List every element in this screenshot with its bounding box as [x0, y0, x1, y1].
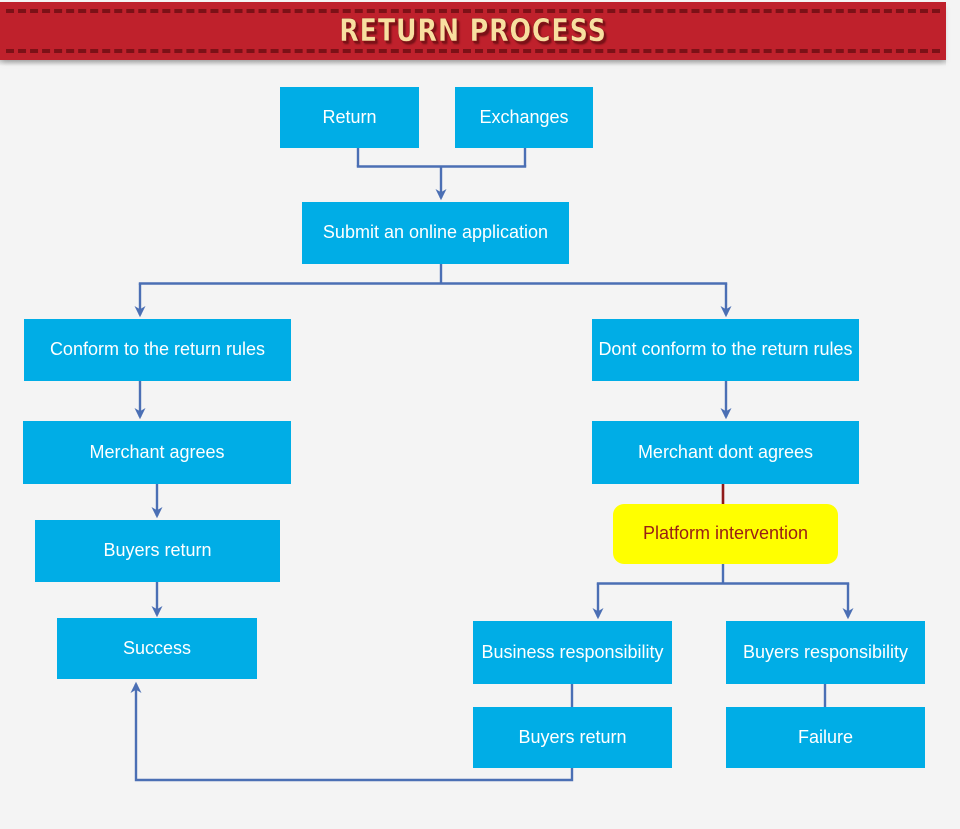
node-merchant-dont-agrees[interactable]: Merchant dont agrees — [592, 421, 859, 484]
node-label: Conform to the return rules — [49, 339, 266, 360]
node-label: Buyers responsibility — [742, 641, 909, 662]
node-label: Buyers return — [518, 726, 627, 747]
header-banner: RETURN PROCESS — [0, 2, 946, 60]
node-buyers-return-left[interactable]: Buyers return — [35, 520, 280, 582]
node-dont-conform-to-return-rules[interactable]: Dont conform to the return rules — [592, 319, 859, 381]
node-label: Return — [322, 106, 377, 127]
node-label: Platform intervention — [642, 523, 809, 544]
node-success[interactable]: Success — [57, 618, 257, 679]
page-title: RETURN PROCESS — [339, 13, 607, 49]
node-failure[interactable]: Failure — [726, 707, 925, 768]
node-submit-online-application[interactable]: Submit an online application — [302, 202, 569, 264]
node-label: Success — [122, 637, 192, 658]
edge-feedback-loop — [130, 681, 574, 782]
node-label: Submit an online application — [322, 222, 549, 243]
node-exchanges[interactable]: Exchanges — [455, 87, 593, 148]
node-business-responsibility[interactable]: Business responsibility — [473, 621, 672, 684]
node-label: Merchant agrees — [89, 441, 225, 462]
banner-shadow — [0, 60, 946, 66]
node-merchant-agrees[interactable]: Merchant agrees — [23, 421, 291, 484]
node-buyers-return-bottom[interactable]: Buyers return — [473, 707, 672, 768]
node-label: Business responsibility — [481, 641, 664, 662]
node-buyers-responsibility[interactable]: Buyers responsibility — [726, 621, 925, 684]
flowchart-canvas: Return Exchanges Submit an online applic… — [0, 66, 960, 829]
node-conform-to-return-rules[interactable]: Conform to the return rules — [24, 319, 291, 381]
node-label: Exchanges — [479, 106, 569, 127]
node-label: Failure — [797, 726, 854, 747]
node-label: Buyers return — [103, 540, 212, 561]
connector-layer — [130, 148, 854, 782]
node-label: Dont conform to the return rules — [598, 339, 853, 360]
node-return[interactable]: Return — [280, 87, 419, 148]
node-label: Merchant dont agrees — [637, 441, 814, 462]
node-platform-intervention[interactable]: Platform intervention — [613, 504, 838, 564]
